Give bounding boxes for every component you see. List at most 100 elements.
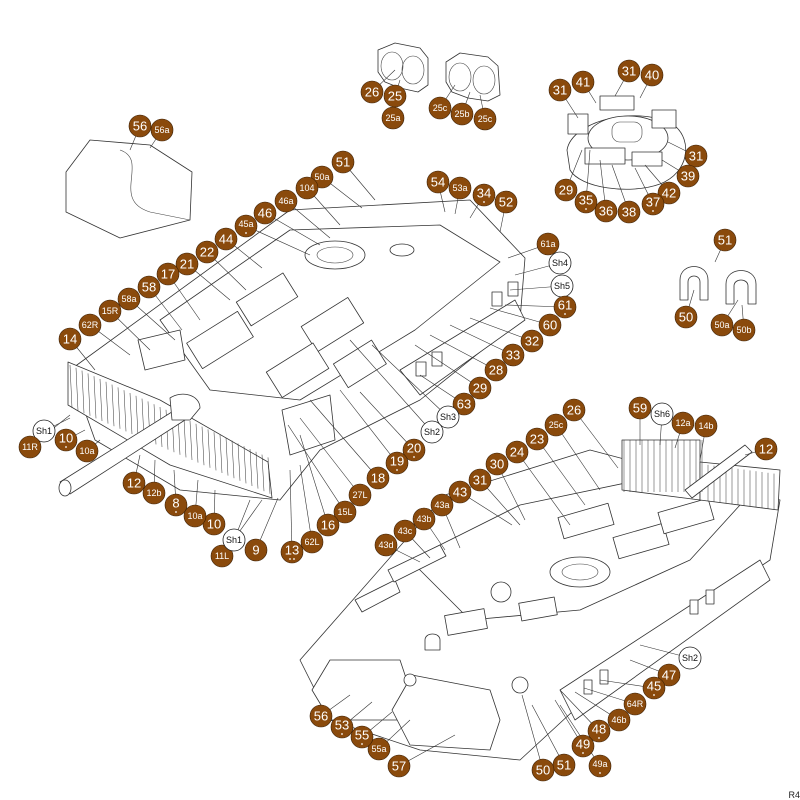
callout-number: 39 xyxy=(681,169,695,184)
part-callout-44: 44 xyxy=(214,227,238,251)
callout-number: 14 xyxy=(63,332,77,347)
callout-circle xyxy=(548,78,572,102)
callout-number: 19 xyxy=(390,454,404,469)
callout-circle xyxy=(468,376,492,400)
part-callout-24: 24 xyxy=(505,440,529,464)
callout-circle xyxy=(485,452,509,476)
part-callout-57: 57 xyxy=(387,754,411,778)
leader-line xyxy=(299,464,313,543)
callout-number: 18 xyxy=(371,471,385,486)
part-callout-50b: 50b xyxy=(732,318,756,342)
part-callout-18: 18 xyxy=(366,466,390,490)
callout-number: 28 xyxy=(489,363,503,378)
callout-number: 104 xyxy=(299,183,314,193)
callout-circle xyxy=(450,102,474,126)
callout-circle xyxy=(234,214,258,238)
callout-number: 25b xyxy=(454,109,469,119)
callout-circle xyxy=(494,190,518,214)
callout-number: 12a xyxy=(675,418,690,428)
callout-circle xyxy=(452,392,476,416)
part-callout-51: 51 xyxy=(331,150,355,174)
callout-circle xyxy=(617,59,641,83)
part-callout-14b: 14b xyxy=(694,414,718,438)
callout-number: 16 xyxy=(321,518,335,533)
callout-number: 30 xyxy=(490,457,504,472)
sheet-callout-Sh3: Sh3 xyxy=(436,405,460,429)
callout-circle xyxy=(98,299,122,323)
callout-circle xyxy=(640,63,664,87)
callout-dot xyxy=(599,772,601,774)
callout-number: 15L xyxy=(337,507,352,517)
callout-circle xyxy=(156,262,180,286)
callout-number: 10a xyxy=(187,511,202,521)
callout-number: 53a xyxy=(452,183,467,193)
part-callout-45a: 45a xyxy=(234,214,258,238)
callout-number: 58 xyxy=(142,280,156,295)
callout-number: 55 xyxy=(355,728,369,743)
leader-line xyxy=(349,339,433,433)
callout-dot xyxy=(289,558,291,560)
callout-number: 45a xyxy=(238,219,253,229)
part-callout-10: 10 xyxy=(54,428,78,452)
part-callout-52: 52 xyxy=(494,190,518,214)
leader-line xyxy=(299,434,329,526)
sheet-callout-Sh1: Sh1 xyxy=(32,419,56,443)
part-callout-26: 26 xyxy=(562,398,586,422)
callout-dot xyxy=(175,511,177,513)
callout-circle xyxy=(628,396,652,420)
callout-circle xyxy=(280,540,304,564)
leader-line xyxy=(299,417,361,496)
callout-circle xyxy=(587,719,611,743)
leader-line xyxy=(531,704,565,766)
callout-circle xyxy=(412,507,436,531)
callout-number: 25c xyxy=(433,103,448,113)
callout-circle xyxy=(531,758,555,782)
callout-circle xyxy=(210,544,234,568)
part-callout-11R: 11R xyxy=(18,435,42,459)
sheet-callout-Sh2: Sh2 xyxy=(678,646,702,670)
callout-circle xyxy=(674,305,698,329)
part-callout-29: 29 xyxy=(554,178,578,202)
callout-number: 12 xyxy=(127,476,141,491)
part-callout-48: 48 xyxy=(587,719,611,743)
part-callout-56: 56 xyxy=(309,704,333,728)
callout-circle xyxy=(32,419,56,443)
leader-line xyxy=(573,409,619,469)
callout-number: 53 xyxy=(335,718,349,733)
part-cupola xyxy=(566,95,687,190)
part-callout-61a: 61a xyxy=(536,232,560,256)
part-callout-14: 14 xyxy=(58,327,82,351)
leader-line xyxy=(449,324,514,356)
callout-circle xyxy=(333,500,357,524)
part-cap-pair-left xyxy=(377,42,429,93)
part-callout-25b: 25b xyxy=(450,102,474,126)
callout-number: 51 xyxy=(557,758,571,773)
callout-number: 55a xyxy=(371,744,386,754)
callout-number: Sh1 xyxy=(36,426,52,436)
part-callout-64R: 64R xyxy=(623,692,647,716)
callout-number: 50b xyxy=(736,325,751,335)
part-callout-43c: 43c xyxy=(393,519,417,543)
callout-number: 56a xyxy=(154,125,169,135)
callout-circle xyxy=(316,513,340,537)
part-callout-22: 22 xyxy=(195,240,219,264)
part-callout-36: 36 xyxy=(594,199,618,223)
part-callout-37: 37 xyxy=(641,192,665,216)
part-callout-53: 53 xyxy=(330,715,354,739)
callout-number: 10 xyxy=(59,431,73,446)
callout-circle xyxy=(374,533,398,557)
callout-circle xyxy=(448,480,472,504)
callout-number: Sh2 xyxy=(682,653,698,663)
sheet-callout-Sh5: Sh5 xyxy=(550,274,574,298)
callout-number: 50 xyxy=(679,310,693,325)
callout-number: 24 xyxy=(510,445,524,460)
callout-number: Sh5 xyxy=(554,281,570,291)
sheet-callout-Sh1: Sh1 xyxy=(222,528,246,552)
leader-line xyxy=(536,438,586,506)
callout-dot xyxy=(598,737,600,739)
callout-number: Sh2 xyxy=(424,427,440,437)
callout-number: 31 xyxy=(473,473,487,488)
callout-circle xyxy=(448,176,472,200)
callout-dot xyxy=(653,694,655,696)
